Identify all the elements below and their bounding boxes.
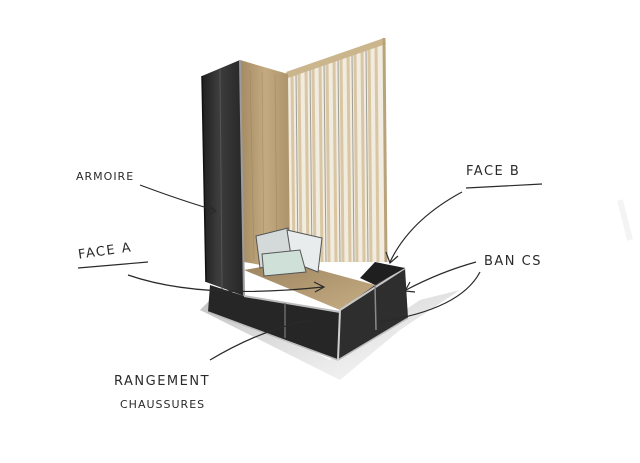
bancs-arrow: [405, 261, 477, 291]
annotation-arrows: [77, 183, 543, 361]
face-a-underline: [77, 261, 149, 269]
label-rangement: Rangement: [114, 374, 211, 389]
slatted-panel: [286, 37, 388, 263]
label-armoire: Armoire: [76, 170, 135, 183]
label-face-b: Face B: [466, 164, 521, 179]
armoire-arrow: [139, 184, 215, 211]
face-b-underline: [465, 183, 543, 189]
label-chaussures: chaussures: [120, 398, 206, 411]
face-a-arrow: [127, 274, 324, 293]
armoire-cabinet: [201, 59, 245, 297]
rangement-arrow: [209, 319, 311, 361]
cushions: [255, 227, 323, 277]
bancs-arrow-2: [377, 271, 481, 323]
face-b-arrow: [389, 191, 463, 263]
floor-shadow: [200, 290, 460, 380]
label-bancs: Ban cs: [484, 254, 542, 269]
faint-sketch-mark: [617, 199, 633, 241]
bench: [207, 262, 409, 361]
